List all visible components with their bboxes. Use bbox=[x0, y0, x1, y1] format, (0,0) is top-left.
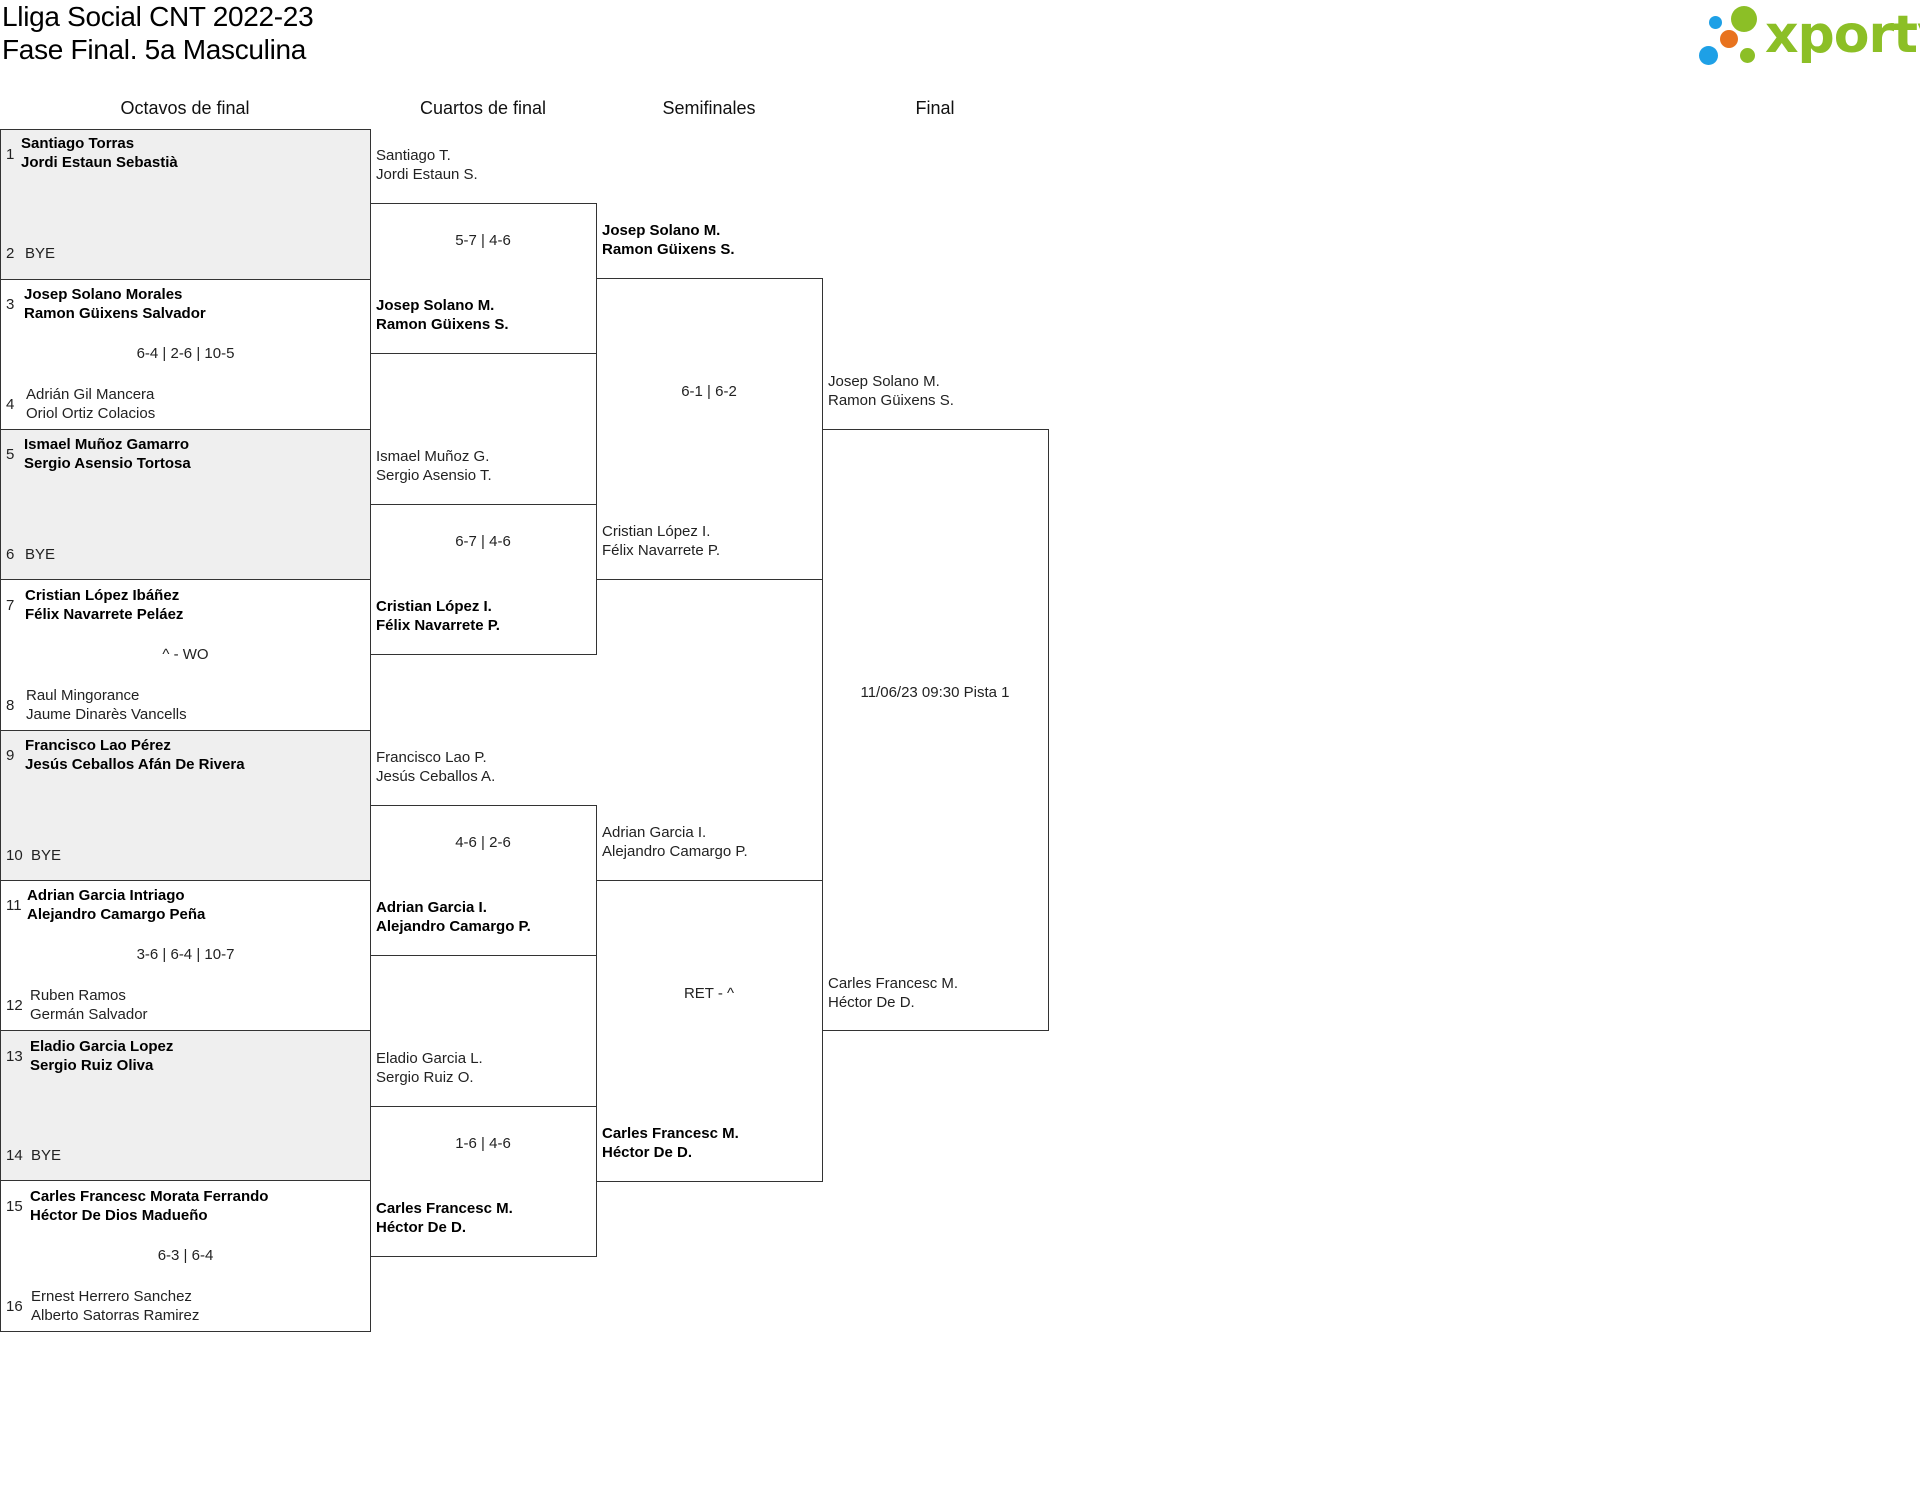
team-names: Adrian Garcia I.Alejandro Camargo P. bbox=[602, 824, 748, 860]
seed-number: 4 bbox=[6, 396, 15, 413]
final-schedule: 11/06/23 09:30 Pista 1 bbox=[860, 684, 1010, 701]
logo-dot-orange bbox=[1720, 30, 1738, 48]
match-score: 6-1 | 6-2 bbox=[681, 383, 737, 400]
logo-wordmark: xporty bbox=[1765, 5, 1920, 65]
seed-number: 11 bbox=[6, 897, 22, 914]
match-score: 6-7 | 4-6 bbox=[455, 533, 511, 550]
team-names: Santiago T.Jordi Estaun S. bbox=[376, 147, 478, 183]
xporty-logo: xporty bbox=[1695, 2, 1920, 68]
team-names: Eladio Garcia L.Sergio Ruiz O. bbox=[376, 1050, 483, 1086]
seed-number: 14 bbox=[6, 1147, 23, 1164]
seed-number: 1 bbox=[6, 146, 15, 163]
seed-number: 2 bbox=[6, 245, 15, 262]
team-names: Cristian López I.Félix Navarrete P. bbox=[376, 598, 500, 634]
match-score: 6-4 | 2-6 | 10-5 bbox=[136, 345, 235, 362]
team-names: BYE bbox=[31, 1147, 62, 1164]
match-score: ^ - WO bbox=[162, 646, 209, 663]
team-names: BYE bbox=[25, 546, 56, 563]
title-line-2: Fase Final. 5a Masculina bbox=[2, 34, 307, 65]
seed-number: 5 bbox=[6, 446, 15, 463]
octavos-match-3 bbox=[0, 429, 371, 580]
team-names: BYE bbox=[31, 847, 62, 864]
match-score: RET - ^ bbox=[683, 985, 735, 1002]
match-score: 5-7 | 4-6 bbox=[455, 232, 511, 249]
octavos-match-2 bbox=[0, 279, 371, 430]
team-names: Francisco Lao P.Jesús Ceballos A. bbox=[376, 749, 496, 785]
semis-match-2 bbox=[596, 880, 823, 1182]
match-score: 6-3 | 6-4 bbox=[157, 1247, 214, 1264]
team-names: Carles Francesc M.Héctor De D. bbox=[376, 1200, 513, 1236]
seed-number: 7 bbox=[6, 597, 15, 614]
final-match bbox=[822, 429, 1049, 1031]
match-score: 4-6 | 2-6 bbox=[455, 834, 511, 851]
title-line-1: Lliga Social CNT 2022-23 bbox=[2, 1, 314, 32]
team-names: Ismael Muñoz G.Sergio Asensio T. bbox=[376, 448, 492, 484]
team-names: BYE bbox=[25, 245, 56, 262]
round-header-semifinales: Semifinales bbox=[662, 98, 756, 118]
match-score: 1-6 | 4-6 bbox=[455, 1135, 511, 1152]
round-header-cuartos: Cuartos de final bbox=[419, 98, 547, 118]
logo-dot-green-small bbox=[1740, 48, 1755, 63]
seed-number: 13 bbox=[6, 1048, 23, 1065]
page-title: Lliga Social CNT 2022-23 Fase Final. 5a … bbox=[2, 0, 314, 66]
match-score: 3-6 | 6-4 | 10-7 bbox=[136, 946, 235, 963]
team-names: Josep Solano M.Ramon Güixens S. bbox=[376, 297, 509, 333]
seed-number: 12 bbox=[6, 997, 23, 1014]
logo-dot-blue-small bbox=[1709, 16, 1722, 29]
seed-number: 3 bbox=[6, 296, 15, 313]
seed-number: 10 bbox=[6, 847, 23, 864]
seed-number: 15 bbox=[6, 1198, 23, 1215]
logo-dot-blue bbox=[1699, 46, 1718, 65]
team-names: Carles Francesc M.Héctor De D. bbox=[828, 975, 959, 1011]
team-names: Adrian Garcia I.Alejandro Camargo P. bbox=[376, 899, 531, 935]
octavos-match-1 bbox=[0, 129, 371, 280]
octavos-match-4 bbox=[0, 579, 371, 731]
team-names: Carles Francesc M.Héctor De D. bbox=[602, 1125, 739, 1161]
round-header-final: Final bbox=[915, 98, 955, 118]
octavos-match-7 bbox=[0, 1030, 371, 1181]
round-header-octavos: Octavos de final bbox=[120, 98, 250, 118]
logo-dot-green bbox=[1731, 6, 1757, 32]
seed-number: 8 bbox=[6, 697, 15, 714]
seed-number: 9 bbox=[6, 747, 15, 764]
seed-number: 6 bbox=[6, 546, 15, 563]
team-names: Josep Solano M.Ramon Güixens S. bbox=[602, 222, 735, 258]
seed-number: 16 bbox=[6, 1298, 23, 1315]
team-names: Josep Solano M.Ramon Güixens S. bbox=[828, 373, 954, 409]
team-names: Cristian López I.Félix Navarrete P. bbox=[602, 523, 721, 559]
